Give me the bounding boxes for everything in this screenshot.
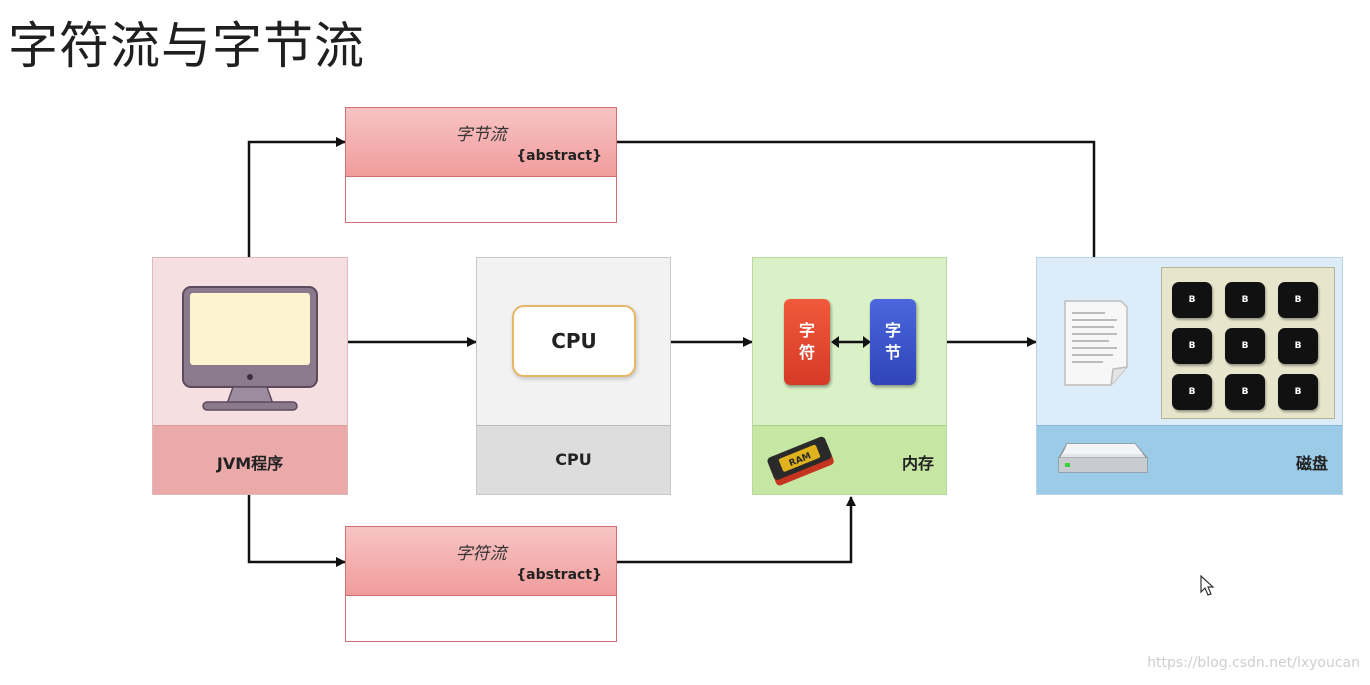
byte-block: B <box>1225 374 1265 410</box>
cpu-label: CPU <box>555 450 592 469</box>
disk-block-grid: B B B B B B B B B <box>1161 267 1335 419</box>
disk-panel: B B B B B B B B B 磁盘 <box>1036 257 1343 495</box>
char-stream-stereotype: {abstract} <box>516 567 602 583</box>
char-stream-class-name: 字符流 <box>455 544 507 564</box>
byte-block: B <box>1225 282 1265 318</box>
watermark: https://blog.csdn.net/lxyoucan <box>1147 655 1360 671</box>
document-icon <box>1064 300 1128 386</box>
cpu-chip: CPU <box>512 305 636 377</box>
byte-block: B <box>1278 374 1318 410</box>
byte-chip: 字节 <box>870 299 916 385</box>
byte-stream-stereotype: {abstract} <box>516 148 602 164</box>
char-stream-methods-row <box>346 619 616 642</box>
memory-panel: 字符 字节 RAM 内存 <box>752 257 947 495</box>
disk-label: 磁盘 <box>1295 454 1328 473</box>
byte-block: B <box>1225 328 1265 364</box>
jvm-label: JVM程序 <box>216 454 284 473</box>
hard-drive-icon <box>1058 443 1148 473</box>
byte-chip-label: 字节 <box>884 321 901 362</box>
arrow-jvm-to-char-stream <box>247 495 346 567</box>
arrow-jvm-to-byte-stream <box>247 137 346 257</box>
byte-stream-class-box: 字节流 {abstract} <box>345 107 617 223</box>
jvm-footer: JVM程序 <box>153 425 347 494</box>
cpu-footer: CPU <box>477 425 670 494</box>
byte-block: B <box>1172 282 1212 318</box>
char-stream-attributes-row <box>346 597 616 620</box>
memory-footer: RAM 内存 <box>753 425 946 494</box>
byte-stream-methods-row <box>346 200 616 223</box>
bidirectional-arrow-icon <box>831 336 871 348</box>
ram-chip-icon: RAM <box>767 436 834 486</box>
byte-stream-attributes-row <box>346 178 616 201</box>
byte-stream-class-name: 字节流 <box>455 125 507 145</box>
byte-block: B <box>1278 282 1318 318</box>
char-chip: 字符 <box>784 299 830 385</box>
byte-block: B <box>1172 374 1212 410</box>
page-title: 字符流与字节流 <box>8 17 365 75</box>
mouse-cursor-icon <box>1200 575 1215 596</box>
char-stream-class-box: 字符流 {abstract} <box>345 526 617 642</box>
arrow-byte-stream-to-disk <box>617 140 1099 297</box>
monitor-icon <box>182 286 318 411</box>
memory-label: 内存 <box>901 454 934 473</box>
arrow-char-stream-to-memory <box>617 496 856 564</box>
byte-block: B <box>1172 328 1212 364</box>
char-chip-label: 字符 <box>798 321 815 362</box>
cpu-panel: CPU CPU <box>476 257 671 495</box>
disk-footer: 磁盘 <box>1037 425 1342 494</box>
byte-block: B <box>1278 328 1318 364</box>
jvm-panel: JVM程序 <box>152 257 348 495</box>
